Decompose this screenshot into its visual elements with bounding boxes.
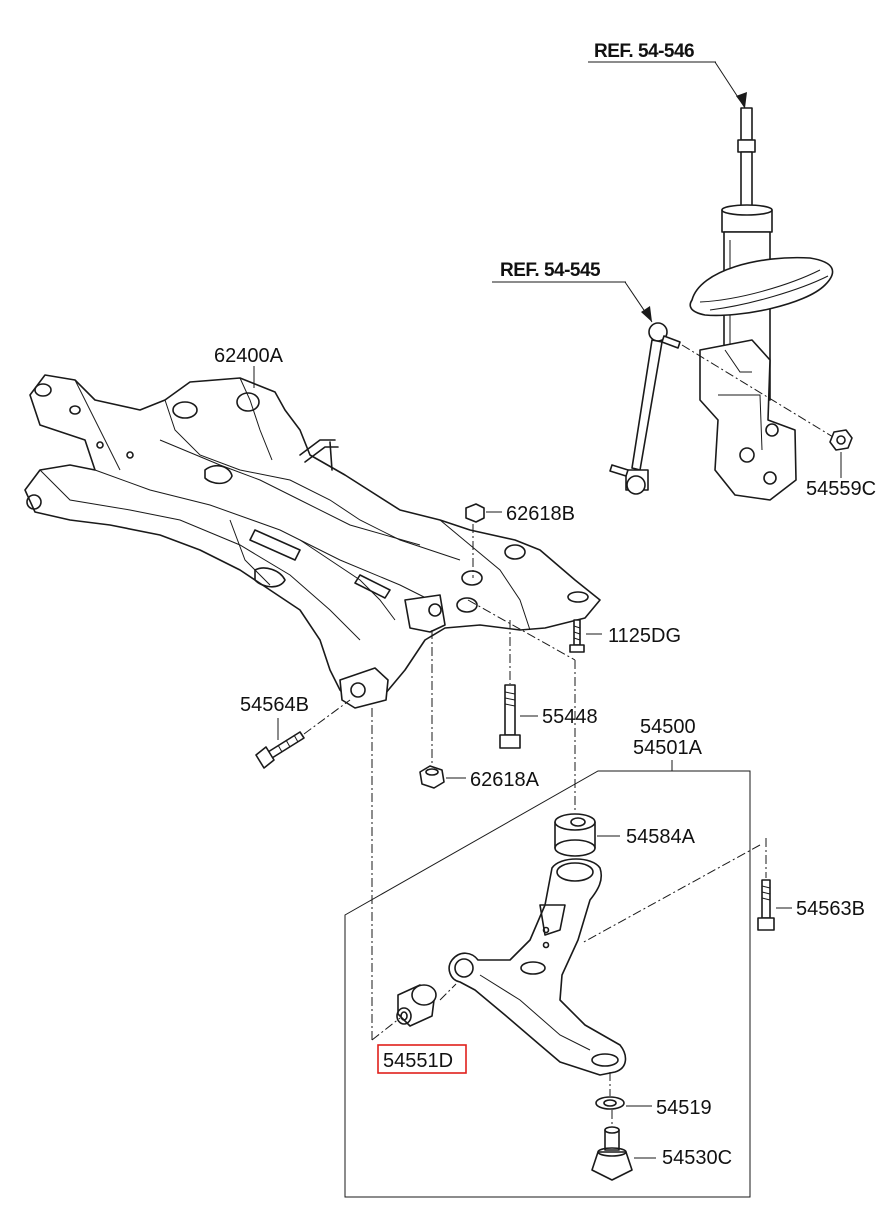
nut-62618b-drawing xyxy=(465,503,502,578)
part-label-54559c: 54559C xyxy=(806,478,876,500)
part-label-1125dg: 1125DG xyxy=(608,625,681,647)
part-label-54500: 54500 xyxy=(640,716,696,738)
stabilizer-link-drawing xyxy=(609,281,839,495)
crossmember-drawing xyxy=(24,366,601,709)
strut-assembly-drawing xyxy=(689,61,834,501)
ball-joint-54530c-drawing xyxy=(591,1110,656,1181)
bolt-55448-drawing xyxy=(499,620,538,749)
part-label-54501a: 54501A xyxy=(633,737,703,759)
part-label-54551d[interactable]: 54551D xyxy=(383,1050,453,1072)
part-label-54584a: 54584A xyxy=(626,826,696,848)
ref-strut-label: REF. 54-546 xyxy=(594,41,694,62)
part-label-54563b: 54563B xyxy=(796,898,865,920)
bolt-1125dg-drawing xyxy=(569,619,602,653)
part-label-55448: 55448 xyxy=(542,706,598,728)
clip-54519-drawing xyxy=(595,1072,652,1110)
ref-stabilizer-link-label: REF. 54-545 xyxy=(500,260,601,281)
strut-nut-drawing xyxy=(829,429,853,478)
bolt-54563b-drawing xyxy=(757,838,792,931)
part-label-62618b: 62618B xyxy=(506,503,575,525)
nut-62618a-drawing xyxy=(419,630,466,789)
part-label-62618a: 62618A xyxy=(470,769,540,791)
lower-arm-frame xyxy=(344,760,751,1198)
highlight-box xyxy=(377,1044,467,1074)
part-label-62400a: 62400A xyxy=(214,345,284,367)
bolt-54564b-drawing xyxy=(255,699,351,769)
bushing-54551d-drawing xyxy=(396,984,437,1027)
bushing-54584a-drawing xyxy=(554,813,620,857)
part-label-54519: 54519 xyxy=(656,1097,712,1119)
part-label-54530c: 54530C xyxy=(662,1147,732,1169)
part-label-54564b: 54564B xyxy=(240,694,309,716)
lower-control-arm-drawing xyxy=(448,858,627,1076)
